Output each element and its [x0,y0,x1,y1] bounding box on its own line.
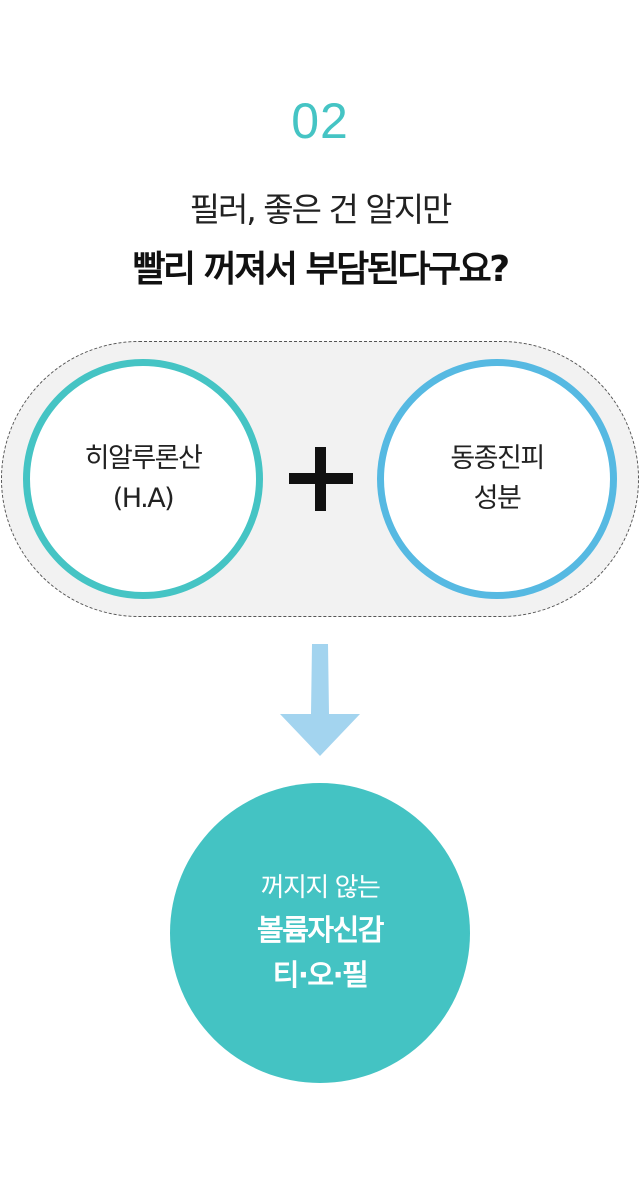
step-number: 02 [291,93,349,149]
ingredient-left-label-line1: 히알루론산 [84,443,203,474]
ingredient-allograft-dermis-circle: 동종진피 성분 [377,359,617,599]
plus-icon [289,447,353,511]
headline-subtitle: 필러, 좋은 건 알지만 [189,190,453,229]
result-line-2: 볼륨자신감 [257,913,384,947]
result-line-1: 꺼지지 않는 [260,873,381,903]
ingredient-left-label-line2: (H.A) [112,483,175,514]
ingredient-right-label-line2: 성분 [473,483,522,514]
result-line-3: 티·오·필 [272,958,369,992]
ingredient-hyaluronic-acid-circle: 히알루론산 (H.A) [23,359,263,599]
plus-icon-vertical-bar [315,447,326,511]
ingredient-right-label-line1: 동종진피 [450,443,545,474]
headline-title: 빨리 꺼져서 부담된다구요? [132,249,510,290]
result-circle: 꺼지지 않는 볼륨자신감 티·오·필 [170,783,470,1083]
arrow-down-icon [280,644,360,756]
